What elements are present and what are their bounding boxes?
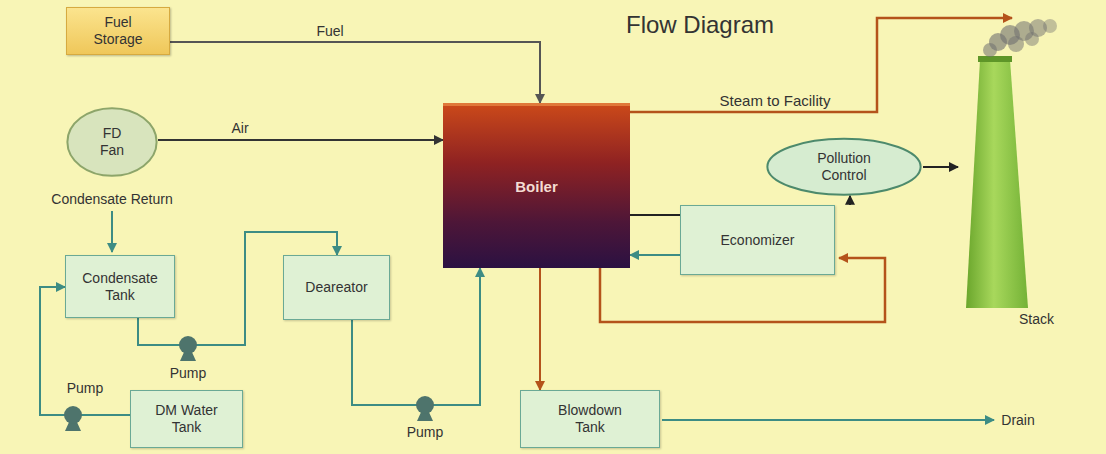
flow-connector bbox=[630, 214, 680, 216]
flow-connector bbox=[170, 42, 540, 103]
outlet-label: Drain bbox=[1001, 412, 1034, 428]
edge-label: Fuel bbox=[316, 23, 343, 39]
node-label: Condensate Tank bbox=[75, 270, 165, 304]
storage-box: Fuel Storage bbox=[66, 7, 170, 56]
flow-connector bbox=[539, 268, 541, 390]
chimney bbox=[966, 60, 1028, 308]
fan-circle: FD Fan bbox=[66, 106, 158, 178]
pump-label: Pump bbox=[170, 365, 207, 381]
node-label: DM Water Tank bbox=[152, 402, 222, 436]
flow-connector bbox=[849, 196, 851, 205]
stack-drawing bbox=[958, 20, 1058, 332]
node-label: FD Fan bbox=[92, 125, 132, 159]
drain-pipe bbox=[662, 419, 994, 421]
node-label: Economizer bbox=[721, 232, 795, 249]
flow-connector bbox=[630, 254, 680, 256]
smoke-puff bbox=[1025, 32, 1039, 46]
tank-box: Blowdown Tank bbox=[520, 390, 660, 448]
node-label: Deareator bbox=[305, 279, 367, 296]
tank-box: DM Water Tank bbox=[130, 390, 243, 448]
flow-label: Steam to Facility bbox=[720, 92, 831, 109]
return-pipe bbox=[111, 211, 113, 252]
pump-label: Pump bbox=[407, 424, 444, 440]
flow-label: Condensate Return bbox=[51, 191, 172, 207]
node-label: Pollution Control bbox=[804, 150, 884, 184]
node-label: Boiler bbox=[515, 178, 558, 196]
node-label: Fuel Storage bbox=[83, 14, 153, 48]
stack-chimney: Stack bbox=[958, 20, 1058, 332]
pump-symbol bbox=[64, 406, 82, 431]
node-label: Stack bbox=[1019, 311, 1054, 328]
smoke-puff bbox=[1008, 36, 1024, 52]
pump-label: Pump bbox=[67, 380, 104, 396]
edge-label: Air bbox=[231, 120, 248, 136]
flow-connector bbox=[923, 166, 958, 168]
tank-box: Condensate Tank bbox=[65, 255, 175, 318]
process-box: Economizer bbox=[680, 205, 835, 275]
boiler-vessel: Boiler bbox=[443, 103, 630, 268]
pump-symbol bbox=[416, 396, 434, 421]
process-box: Deareator bbox=[283, 255, 390, 320]
pump-symbol bbox=[179, 336, 197, 361]
diagram-title: Flow Diagram bbox=[626, 11, 774, 39]
flow-connector bbox=[158, 139, 443, 141]
control-oval: Pollution Control bbox=[765, 137, 923, 197]
node-label: Blowdown Tank bbox=[550, 402, 630, 436]
chimney-rim bbox=[978, 56, 1012, 62]
smoke-puff bbox=[1043, 19, 1057, 33]
